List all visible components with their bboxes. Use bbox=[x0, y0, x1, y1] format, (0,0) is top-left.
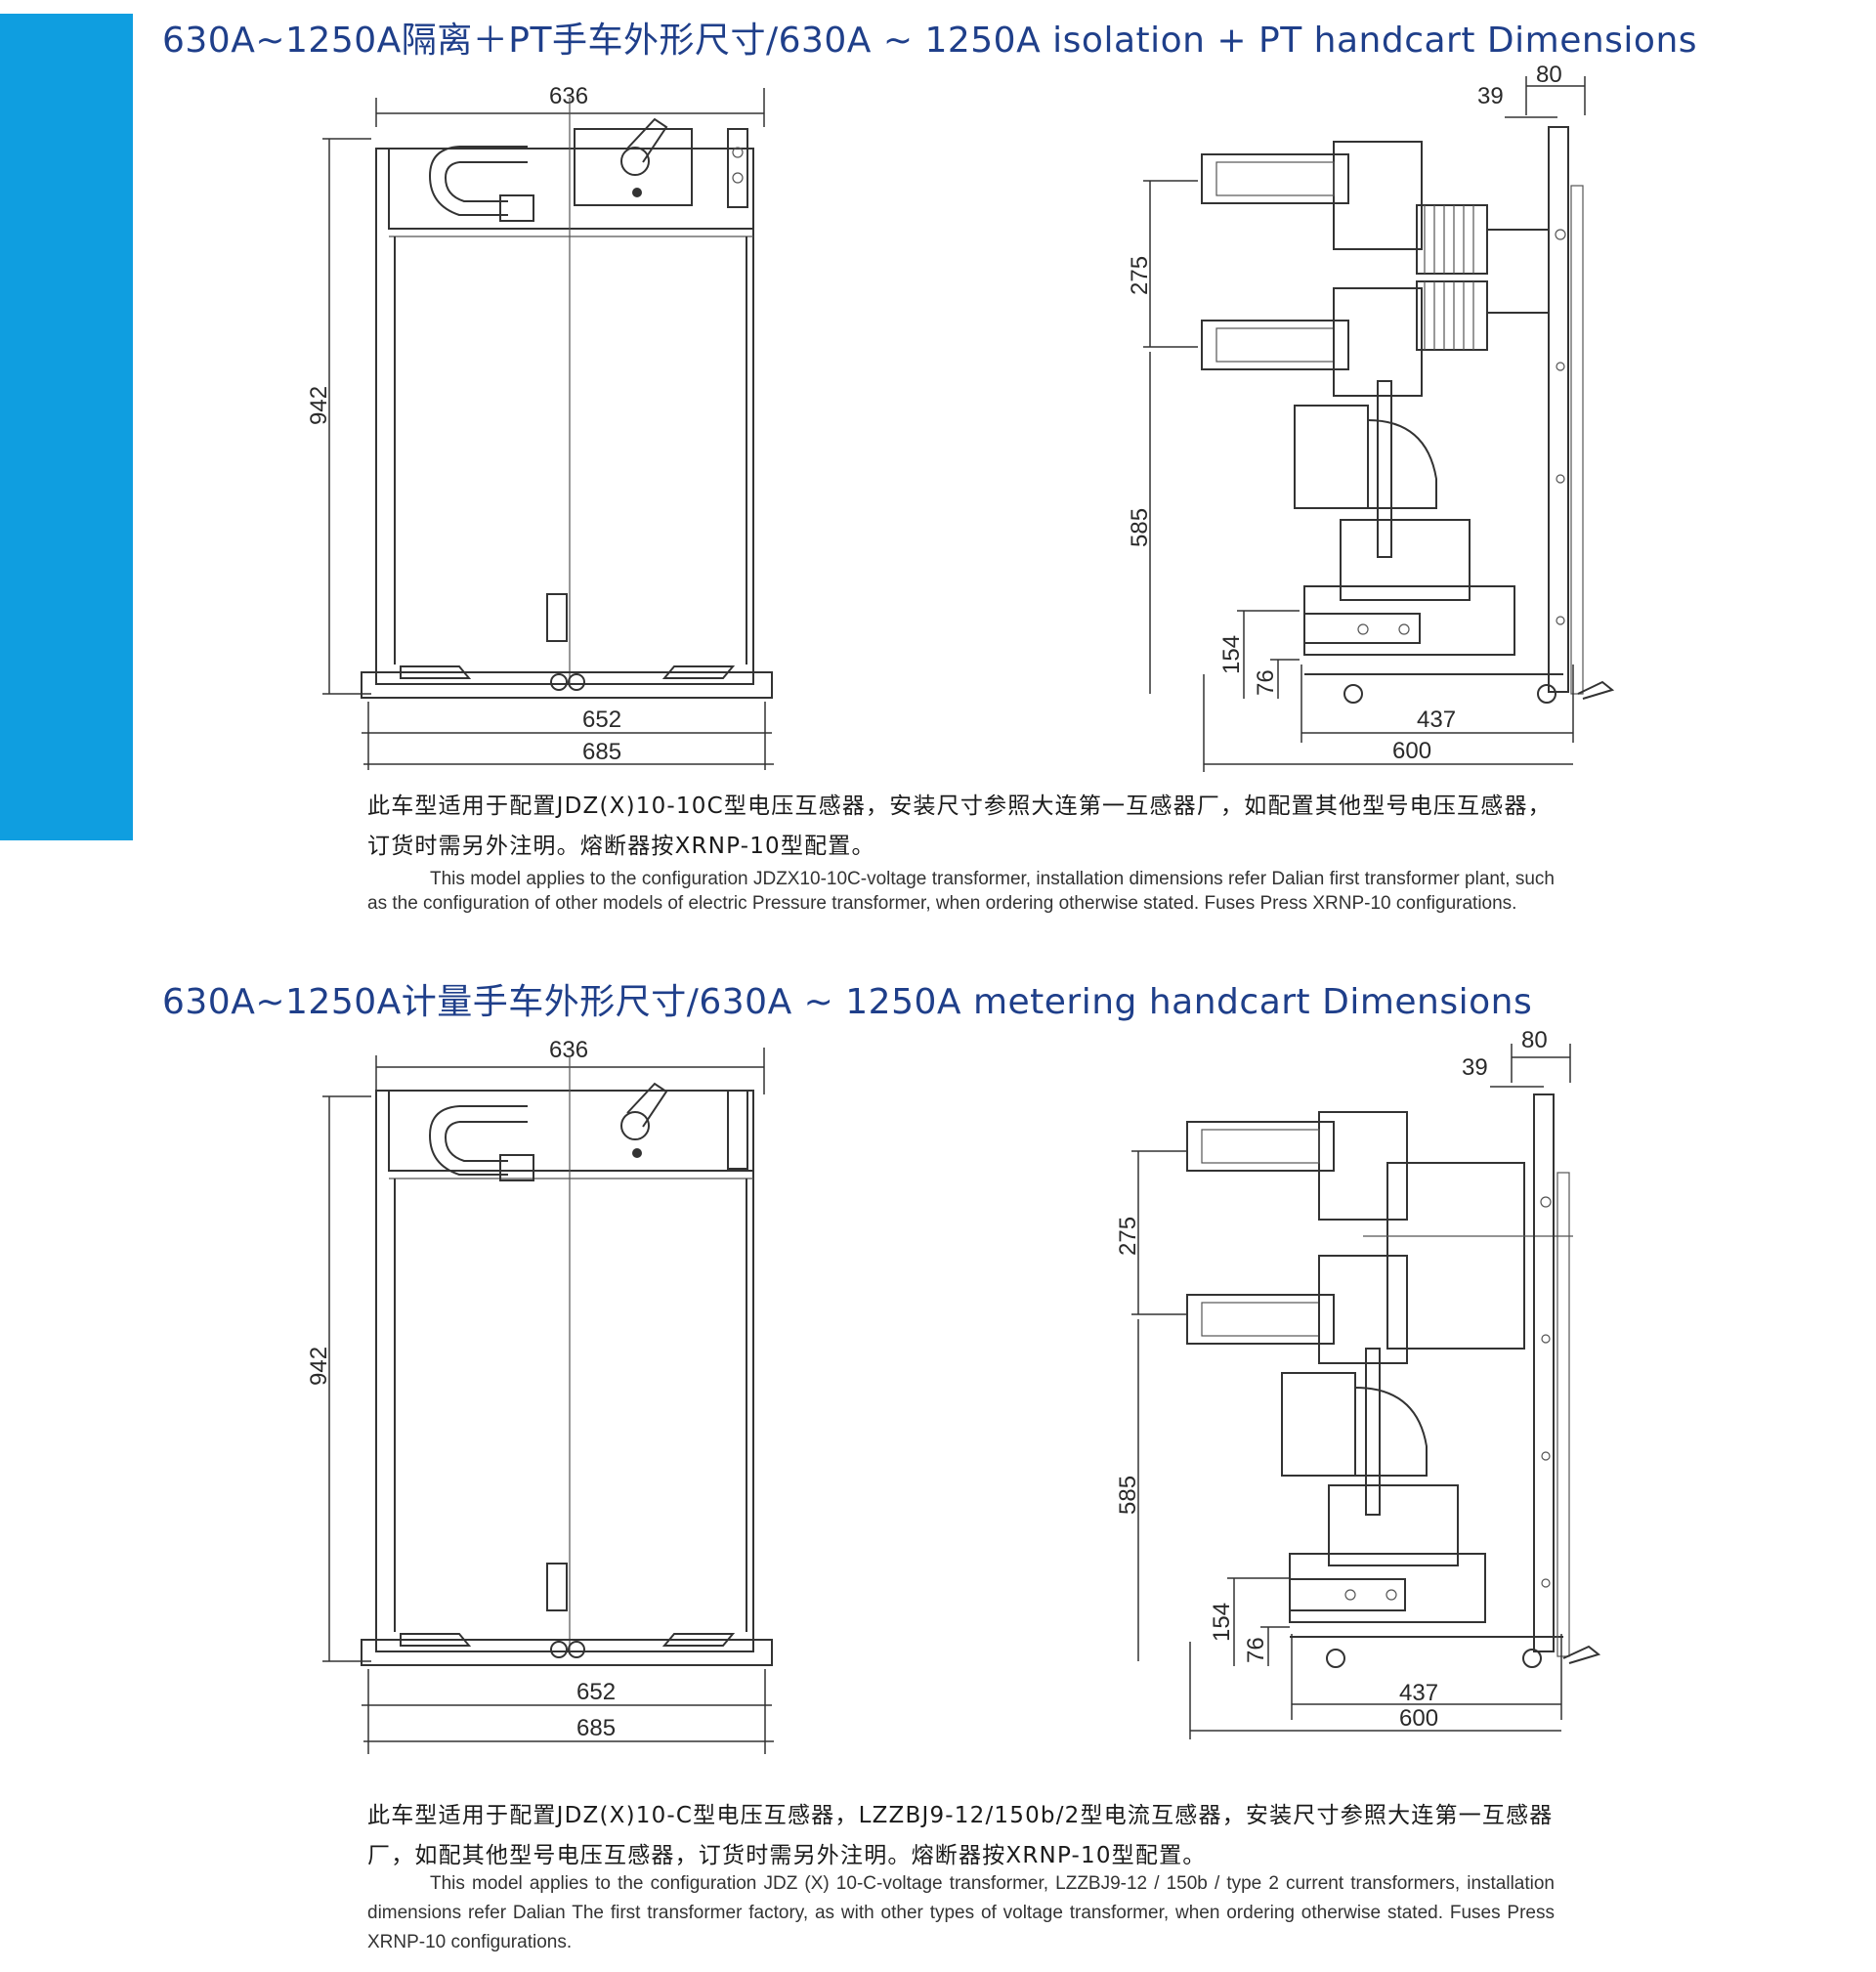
isolation-pt-handcart-drawing: 636 942 652 685 bbox=[306, 62, 1615, 772]
dim-side-76: 76 bbox=[1253, 669, 1279, 696]
dim-base-685: 685 bbox=[576, 1715, 616, 1741]
dim-side-585: 585 bbox=[1115, 1476, 1141, 1515]
front-view: 636 942 652 685 bbox=[306, 1037, 774, 1754]
dim-side-80: 80 bbox=[1536, 62, 1562, 88]
dim-side-80: 80 bbox=[1521, 1027, 1548, 1053]
dim-side-585: 585 bbox=[1127, 508, 1153, 547]
dim-width-636: 636 bbox=[549, 1037, 588, 1063]
metering-handcart-drawing: 636 942 652 685 80 39 275 bbox=[306, 1027, 1601, 1754]
note-cn-isolation-pt: 此车型适用于配置JDZ(X)10-10C型电压互感器，安装尺寸参照大连第一互感器… bbox=[367, 793, 1552, 859]
section-title-isolation-pt: 630A~1250A隔离＋PT手车外形尺寸/630A ~ 1250A isola… bbox=[162, 21, 1698, 61]
dim-base-685: 685 bbox=[582, 739, 621, 765]
dim-side-275: 275 bbox=[1115, 1217, 1141, 1256]
dim-side-437: 437 bbox=[1399, 1680, 1438, 1706]
note-en-isolation-pt: This model applies to the configuration … bbox=[367, 869, 1555, 914]
dim-base-652: 652 bbox=[576, 1679, 616, 1705]
dim-side-154: 154 bbox=[1218, 635, 1245, 674]
section-title-metering: 630A~1250A计量手车外形尺寸/630A ~ 1250A metering… bbox=[162, 982, 1533, 1022]
dim-height-942: 942 bbox=[306, 386, 332, 425]
side-view: 80 39 275 585 154 76 437 bbox=[1115, 1027, 1601, 1739]
dim-side-39: 39 bbox=[1477, 83, 1504, 109]
dim-side-39: 39 bbox=[1462, 1054, 1488, 1081]
dim-side-437: 437 bbox=[1417, 707, 1456, 733]
dim-side-76: 76 bbox=[1243, 1637, 1269, 1663]
note-cn-metering: 此车型适用于配置JDZ(X)10-C型电压互感器，LZZBJ9-12/150b/… bbox=[367, 1803, 1554, 1868]
dim-side-600: 600 bbox=[1399, 1705, 1438, 1732]
side-view: 80 39 275 585 154 76 bbox=[1127, 62, 1615, 772]
dim-side-275: 275 bbox=[1127, 256, 1153, 295]
dim-side-600: 600 bbox=[1392, 738, 1431, 764]
dim-width-636: 636 bbox=[549, 83, 588, 109]
front-view: 636 942 652 685 bbox=[306, 83, 774, 770]
note-en-metering: This model applies to the configuration … bbox=[367, 1873, 1555, 1952]
dim-side-154: 154 bbox=[1209, 1603, 1235, 1642]
dim-height-942: 942 bbox=[306, 1347, 332, 1386]
accent-bar bbox=[0, 14, 133, 840]
dim-base-652: 652 bbox=[582, 707, 621, 733]
